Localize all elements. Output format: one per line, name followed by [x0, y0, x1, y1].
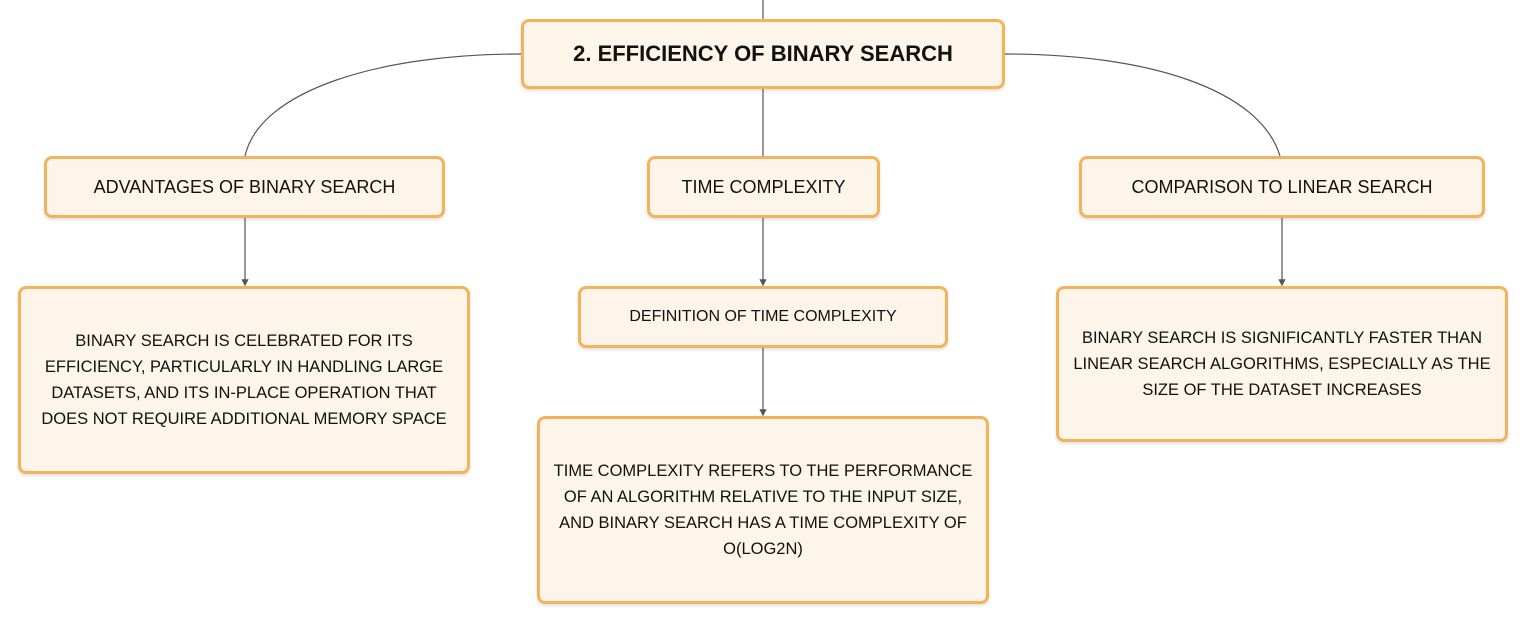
- leaf-node-advantages[interactable]: BINARY SEARCH IS CELEBRATED FOR ITS EFFI…: [18, 286, 470, 474]
- branch-node-label: TIME COMPLEXITY: [681, 176, 846, 197]
- connector-root-comparison: [1004, 53, 1281, 157]
- branch-node-label: COMPARISON TO LINEAR SEARCH: [1131, 176, 1433, 197]
- leaf-node-text: TIME COMPLEXITY REFERS TO THE PERFORMANC…: [553, 462, 973, 558]
- leaf-node-time-complexity[interactable]: TIME COMPLEXITY REFERS TO THE PERFORMANC…: [537, 416, 989, 604]
- root-node-label: 2. EFFICIENCY OF BINARY SEARCH: [573, 41, 953, 66]
- sub-node-definition[interactable]: DEFINITION OF TIME COMPLEXITY: [578, 286, 948, 348]
- leaf-node-text: BINARY SEARCH IS SIGNIFICANTLY FASTER TH…: [1073, 329, 1491, 399]
- branch-node-comparison[interactable]: COMPARISON TO LINEAR SEARCH: [1079, 156, 1485, 218]
- branch-node-advantages[interactable]: ADVANTAGES OF BINARY SEARCH: [44, 156, 445, 218]
- root-node[interactable]: 2. EFFICIENCY OF BINARY SEARCH: [521, 19, 1005, 89]
- leaf-node-text: BINARY SEARCH IS CELEBRATED FOR ITS EFFI…: [41, 332, 447, 428]
- branch-node-time-complexity[interactable]: TIME COMPLEXITY: [647, 156, 880, 218]
- leaf-node-comparison[interactable]: BINARY SEARCH IS SIGNIFICANTLY FASTER TH…: [1056, 286, 1508, 442]
- sub-node-label: DEFINITION OF TIME COMPLEXITY: [629, 308, 897, 325]
- branch-node-label: ADVANTAGES OF BINARY SEARCH: [93, 176, 396, 197]
- connector-root-advantages: [244, 53, 522, 157]
